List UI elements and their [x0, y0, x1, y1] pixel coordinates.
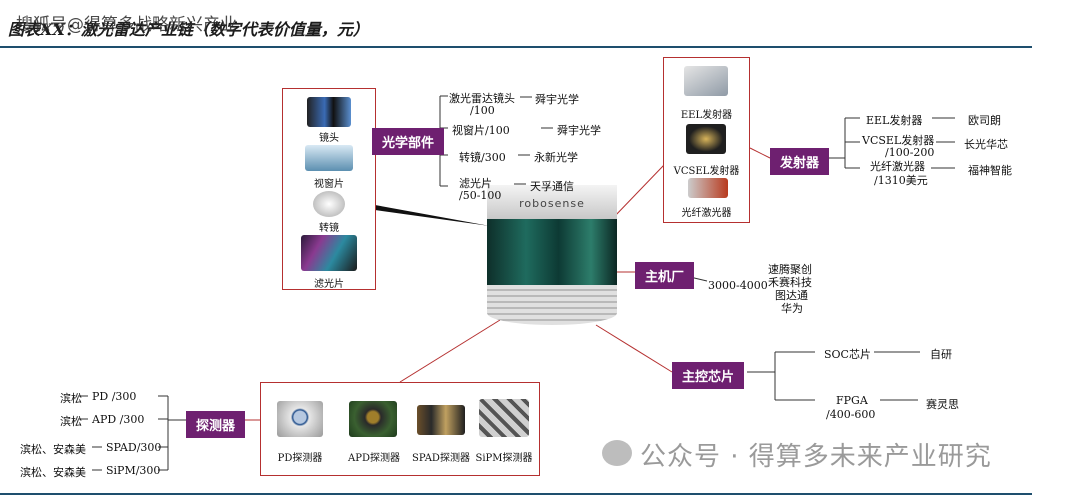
oem-company-1: 禾赛科技	[768, 276, 812, 289]
detector-supplier-2: 滨松、安森美	[20, 443, 86, 456]
vcsel-caption: VCSEL发射器	[673, 166, 740, 177]
oem-company-0: 速腾聚创	[768, 263, 812, 276]
detector-supplier-0: 滨松	[60, 392, 82, 405]
fiber-laser-caption: 光纤激光器	[681, 208, 732, 219]
optics-tag: 光学部件	[372, 128, 445, 155]
window-image	[305, 145, 353, 171]
chip-supplier-1: 赛灵思	[926, 398, 959, 411]
optics-supplier-1: 舜宇光学	[557, 124, 601, 137]
oem-value: 3000-4000	[708, 279, 768, 292]
chip-supplier-0: 自研	[930, 348, 952, 361]
emitter-part-1: VCSEL发射器	[862, 134, 935, 147]
chip-part-1: FPGA	[836, 394, 868, 407]
optics-supplier-2: 永新光学	[534, 151, 578, 164]
optics-part-3: 滤光片	[459, 177, 492, 190]
optics-part-1: 视窗片/100	[452, 124, 510, 137]
wechat-icon	[602, 440, 632, 466]
lidar-device: robosense	[487, 185, 617, 335]
optics-supplier-3: 天孚通信	[530, 180, 574, 193]
spad-caption: SPAD探测器	[412, 453, 470, 464]
emitter-value-1: /100-200	[885, 146, 935, 159]
figure-title: 图表XX：激光雷达产业链（数字代表价值量，元）	[8, 20, 369, 39]
oem-tag: 主机厂	[635, 262, 695, 289]
optics-part-2: 转镜/300	[459, 151, 506, 164]
optics-part-0: 激光雷达镜头	[449, 92, 515, 105]
detector-image-box: PD探测器 APD探测器 SPAD探测器 SiPM探测器	[260, 382, 540, 476]
emitter-supplier-1: 长光华芯	[964, 138, 1008, 151]
vcsel-image	[686, 124, 726, 154]
detector-supplier-3: 滨松、安森美	[20, 466, 86, 479]
optics-image-box: 镜头 视窗片 转镜 滤光片	[282, 88, 376, 290]
pd-image	[277, 401, 323, 437]
detector-part-3: SiPM/300	[106, 464, 161, 477]
emitter-tag: 发射器	[770, 148, 830, 175]
emitter-part-0: EEL发射器	[866, 114, 923, 127]
filter-caption: 滤光片	[314, 279, 344, 290]
eel-caption: EEL发射器	[680, 110, 733, 121]
optics-supplier-0: 舜宇光学	[535, 93, 579, 106]
bottom-watermark: 公众号 · 得算多未来产业研究	[640, 442, 992, 472]
eel-image	[684, 66, 728, 96]
optics-value-0: /100	[470, 104, 495, 117]
emitter-supplier-2: 福神智能	[968, 164, 1012, 177]
fiber-laser-image	[688, 178, 728, 198]
mirror-image	[313, 191, 345, 217]
emitter-supplier-0: 欧司朗	[968, 114, 1001, 127]
top-watermark: 搜狐号@得算多战略新兴产业	[16, 15, 237, 35]
optics-value-3: /50-100	[459, 189, 502, 202]
lens-image	[307, 97, 351, 127]
detector-part-1: APD /300	[92, 413, 145, 426]
spad-image	[417, 405, 465, 435]
detector-part-0: PD /300	[92, 390, 137, 403]
lens-caption: 镜头	[319, 133, 339, 144]
emitter-value-2: /1310美元	[874, 174, 928, 187]
chip-tag: 主控芯片	[672, 362, 745, 389]
detector-supplier-1: 滨松	[60, 415, 82, 428]
chip-part-0: SOC芯片	[824, 348, 871, 361]
detector-part-2: SPAD/300	[106, 441, 162, 454]
window-caption: 视窗片	[314, 179, 344, 190]
emitter-part-2: 光纤激光器	[870, 160, 925, 173]
chip-value-1: /400-600	[826, 408, 876, 421]
filter-image	[301, 235, 357, 271]
mirror-caption: 转镜	[319, 223, 339, 234]
oem-company-2: 图达通	[775, 289, 808, 302]
detector-tag: 探测器	[186, 411, 246, 438]
sipm-caption: SiPM探测器	[475, 453, 533, 464]
pd-caption: PD探测器	[277, 453, 323, 464]
apd-caption: APD探测器	[348, 453, 400, 464]
sipm-image	[479, 399, 529, 437]
emitter-image-box: EEL发射器 VCSEL发射器 光纤激光器	[663, 57, 750, 223]
apd-image	[349, 401, 397, 437]
brand-label: robosense	[519, 197, 585, 210]
oem-company-3: 华为	[781, 302, 803, 315]
